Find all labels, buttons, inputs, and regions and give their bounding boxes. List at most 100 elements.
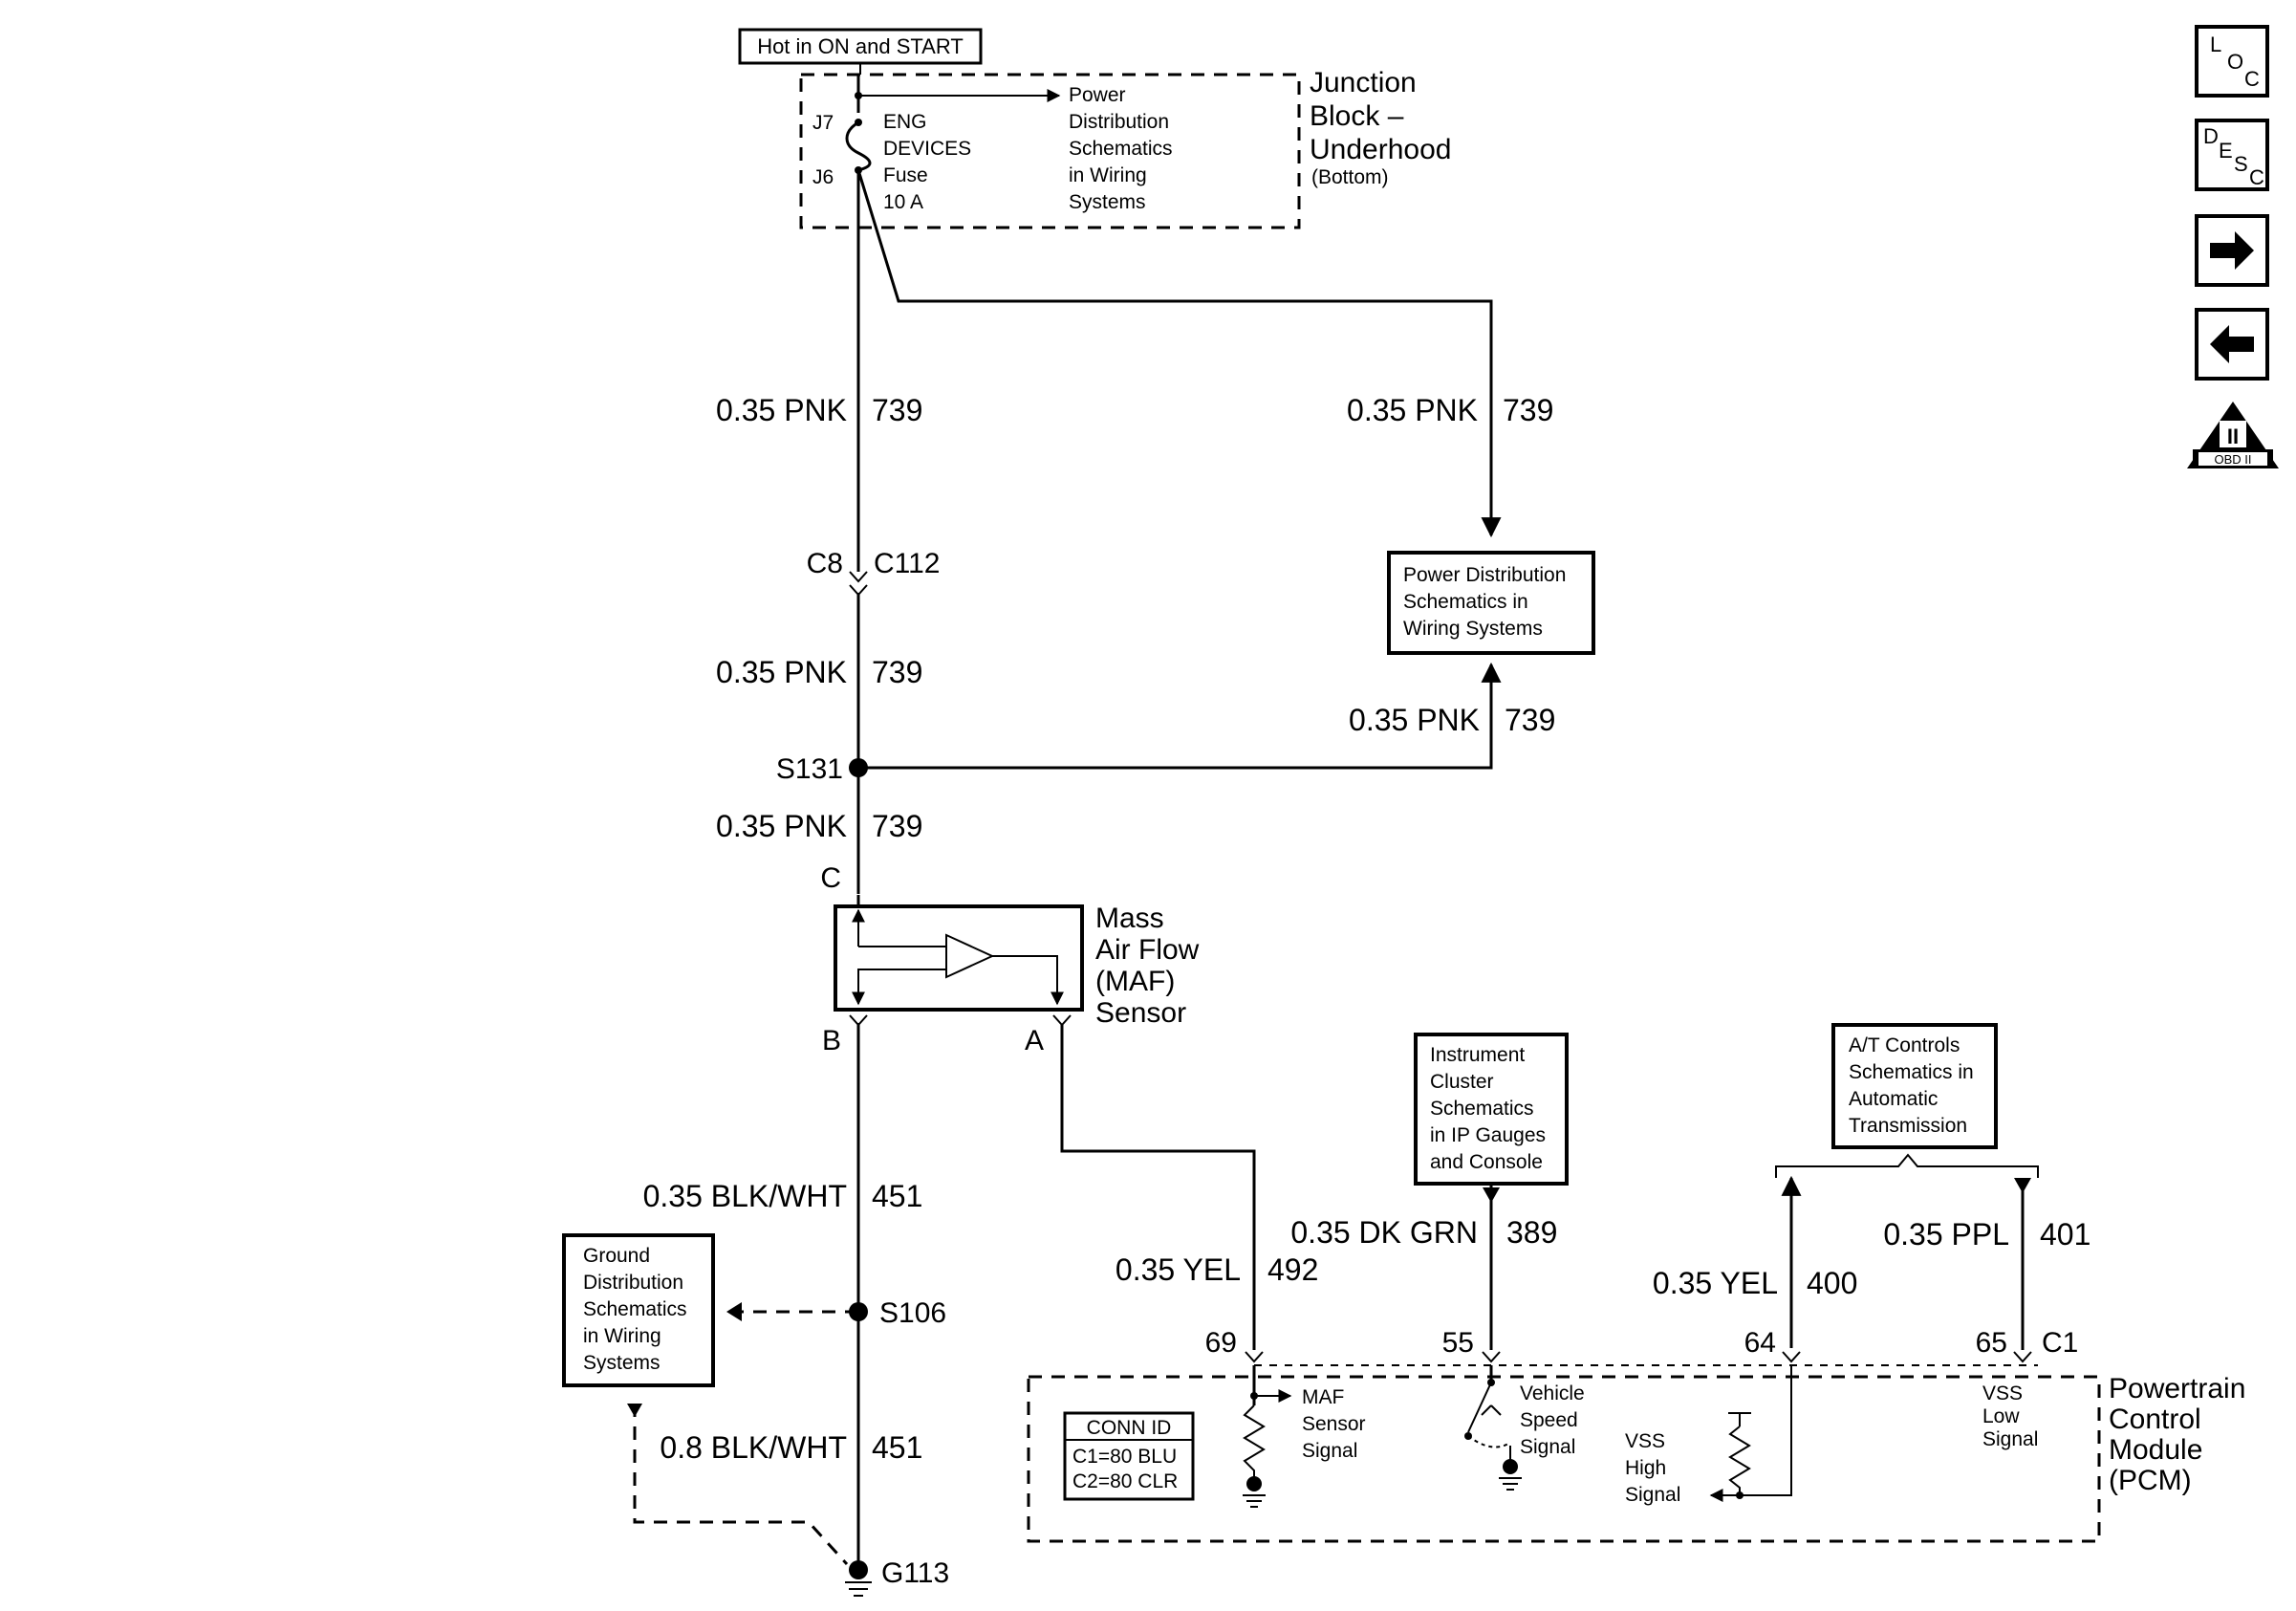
junction-block-name-1: Junction <box>1310 67 1417 98</box>
power-dist-box-line-2: Schematics in <box>1403 591 1528 613</box>
pd-ref-4: in Wiring <box>1069 164 1147 186</box>
ground-box-line-5: Systems <box>583 1352 661 1374</box>
wire-circuit-5: 739 <box>872 809 922 843</box>
desc-button[interactable]: D E S C <box>2195 119 2269 191</box>
junction-block-subname: (Bottom) <box>1311 166 1389 188</box>
pcm-name-1: Powertrain <box>2109 1373 2245 1404</box>
wire-circuit-3: 739 <box>872 655 922 689</box>
maf-signal-label-1: MAF <box>1302 1386 1344 1408</box>
pin-j7: J7 <box>812 112 834 134</box>
vss-high-label-2: High <box>1625 1457 1666 1479</box>
obd-ii-label: OBD II <box>2214 452 2251 467</box>
pd-ref-3: Schematics <box>1069 138 1173 160</box>
splice-s106-label: S106 <box>879 1297 946 1329</box>
ground-g113 <box>849 1560 868 1579</box>
splice-s131-label: S131 <box>776 753 843 785</box>
loc-letter-l: L <box>2210 33 2221 56</box>
wire-circuit-7: 451 <box>872 1430 922 1465</box>
instrument-box-line-2: Cluster <box>1430 1071 1494 1093</box>
ground-g113-label: G113 <box>881 1557 949 1589</box>
vss-high-label-1: VSS <box>1625 1430 1665 1452</box>
fuse-label-3: Fuse <box>883 164 928 186</box>
wire-circuit-1: 739 <box>872 393 922 427</box>
next-button[interactable] <box>2195 214 2269 287</box>
maf-sensor-label-3: (MAF) <box>1095 966 1175 997</box>
wire-circuit-6: 451 <box>872 1179 922 1213</box>
wire-circuit-4: 739 <box>1505 703 1555 737</box>
conn-id-title: CONN ID <box>1087 1417 1172 1439</box>
ground-box-line-1: Ground <box>583 1245 650 1267</box>
vss-high-label-3: Signal <box>1625 1484 1680 1506</box>
wire-gauge-5: 0.35 PNK <box>716 809 847 843</box>
vss-low-label-2: Low <box>1982 1405 2020 1427</box>
at-box-line-4: Transmission <box>1849 1115 1967 1137</box>
instrument-box-line-4: in IP Gauges <box>1430 1124 1546 1146</box>
pcm-pin-65: 65 <box>1976 1327 2007 1359</box>
connector-c112: C112 <box>874 548 941 579</box>
power-dist-box-line-1: Power Distribution <box>1403 564 1566 586</box>
wire-circuit-2: 739 <box>1503 393 1553 427</box>
loc-letter-c: C <box>2244 67 2260 91</box>
at-box-line-1: A/T Controls <box>1849 1034 1960 1056</box>
desc-letter-d: D <box>2203 124 2219 148</box>
desc-letter-e: E <box>2219 139 2233 163</box>
ground-distribution-reference-box: Ground Distribution Schematics in Wiring… <box>562 1233 715 1387</box>
maf-signal-label-2: Sensor <box>1302 1413 1366 1435</box>
vehicle-speed-label-3: Signal <box>1520 1436 1575 1458</box>
wire-gauge-3: 0.35 PNK <box>716 655 847 689</box>
desc-letter-c: C <box>2249 165 2264 189</box>
wire-gauge-8: 0.35 YEL <box>1116 1252 1241 1287</box>
obd-ii-numeral: II <box>2227 425 2239 448</box>
wire-gauge-6: 0.35 BLK/WHT <box>643 1179 847 1213</box>
vehicle-speed-label-1: Vehicle <box>1520 1382 1585 1404</box>
wire-gauge-10: 0.35 YEL <box>1653 1266 1778 1300</box>
conn-id-line-1: C1=80 BLU <box>1072 1446 1177 1468</box>
conn-id-line-2: C2=80 CLR <box>1072 1470 1178 1492</box>
pd-ref-2: Distribution <box>1069 111 1169 133</box>
junction-block-name-2: Block – <box>1310 100 1404 132</box>
pd-ref-1: Power <box>1069 84 1126 106</box>
wire-circuit-10: 400 <box>1807 1266 1857 1300</box>
ground-box-line-2: Distribution <box>583 1272 683 1294</box>
pcm-name-3: Module <box>2109 1434 2202 1466</box>
ground-box-line-3: Schematics <box>583 1298 687 1320</box>
wire-gauge-7: 0.8 BLK/WHT <box>660 1430 847 1465</box>
maf-sensor-label-4: Sensor <box>1095 997 1186 1029</box>
conn-id-box <box>1063 1411 1195 1501</box>
junction-block-name-3: Underhood <box>1310 134 1451 165</box>
powertrain-control-module: 69 55 64 65 C1 Powertrain Control Module… <box>1027 1327 2245 1543</box>
at-controls-reference-box: A/T Controls Schematics in Automatic Tra… <box>1831 1023 1998 1149</box>
previous-button[interactable] <box>2195 308 2269 381</box>
pcm-name-4: (PCM) <box>2109 1465 2192 1496</box>
maf-sensor: Mass Air Flow (MAF) Sensor B A <box>822 895 1200 1056</box>
arrow-left-icon <box>2210 325 2254 363</box>
fuse-icon <box>845 120 872 172</box>
wire-gauge-11: 0.35 PPL <box>1883 1217 2009 1252</box>
maf-pin-c: C <box>820 862 841 894</box>
maf-signal-resistor-icon <box>1243 1404 1266 1480</box>
pin-j6: J6 <box>812 166 834 188</box>
loc-button[interactable]: L O C <box>2195 25 2269 98</box>
ground-box-line-4: in Wiring <box>583 1325 661 1347</box>
connector-c8: C8 <box>807 548 843 579</box>
main-feed-wiring: 0.35 PNK 739 0.35 PNK 739 C8 C112 0.35 P… <box>716 169 1555 894</box>
loc-letter-o: O <box>2227 50 2243 74</box>
junction-block-underhood: Hot in ON and START Junction Block – Und… <box>738 28 1451 229</box>
ground-circuit: 0.35 BLK/WHT 451 S106 0.8 BLK/WHT 451 G1… <box>627 1023 949 1597</box>
wire-circuit-8: 492 <box>1267 1252 1318 1287</box>
connector-c8-symbol <box>849 571 868 583</box>
power-distribution-reference-box: Power Distribution Schematics in Wiring … <box>1387 551 1595 655</box>
obd-ii-button[interactable]: II OBD II <box>2187 402 2279 468</box>
at-box-line-2: Schematics in <box>1849 1061 1974 1083</box>
maf-pin-a: A <box>1025 1025 1044 1056</box>
pcm-pin-55: 55 <box>1442 1327 1474 1359</box>
pcm-name-2: Control <box>2109 1404 2201 1435</box>
branch-s131-to-power-distribution <box>858 662 1502 770</box>
wire-gauge-2: 0.35 PNK <box>1347 393 1478 427</box>
hot-label: Hot in ON and START <box>757 34 964 58</box>
at-box-line-3: Automatic <box>1849 1088 1938 1110</box>
vss-high-resistor-icon <box>1728 1426 1751 1495</box>
instrument-box-line-1: Instrument <box>1430 1044 1525 1066</box>
branch-to-power-distribution <box>856 169 1502 538</box>
instrument-cluster-reference-box: Instrument Cluster Schematics in IP Gaug… <box>1414 1033 1569 1186</box>
